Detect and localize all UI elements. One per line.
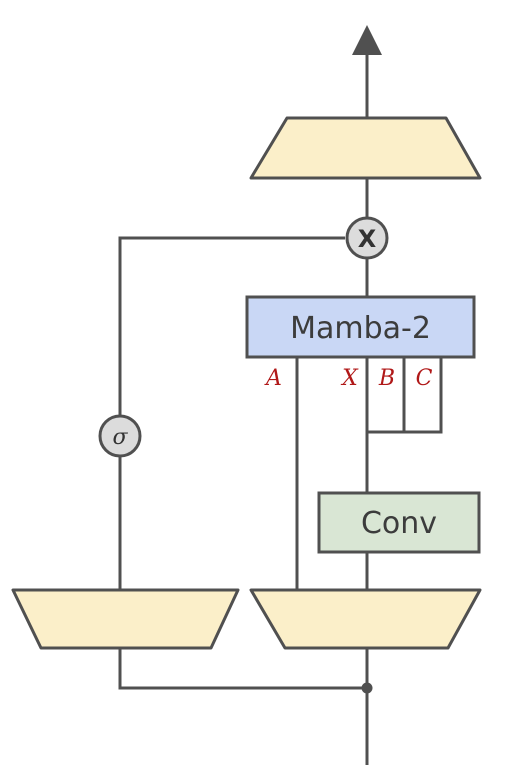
gate-path-upper bbox=[118, 236, 345, 417]
multiply-symbol: X bbox=[358, 225, 377, 253]
input-projection bbox=[249, 588, 482, 650]
mamba2-block bbox=[245, 295, 476, 359]
junction-dot bbox=[361, 682, 373, 694]
ssm-label-c: C bbox=[416, 366, 433, 391]
gate-projection bbox=[11, 588, 240, 650]
input-branch-left bbox=[118, 648, 367, 690]
ssm-label-a: A bbox=[264, 366, 282, 391]
ssm-label-x: X bbox=[340, 366, 359, 391]
output-projection bbox=[249, 116, 482, 180]
ssm-label-b: B bbox=[378, 366, 395, 391]
mamba2-label: Mamba-2 bbox=[290, 311, 431, 346]
bc-branch-line bbox=[367, 357, 443, 434]
conv-label: Conv bbox=[361, 506, 437, 541]
sigma-gate bbox=[98, 414, 142, 458]
conv-block bbox=[317, 491, 481, 554]
sigma-symbol: σ bbox=[112, 425, 128, 450]
multiply-operator bbox=[345, 216, 389, 260]
